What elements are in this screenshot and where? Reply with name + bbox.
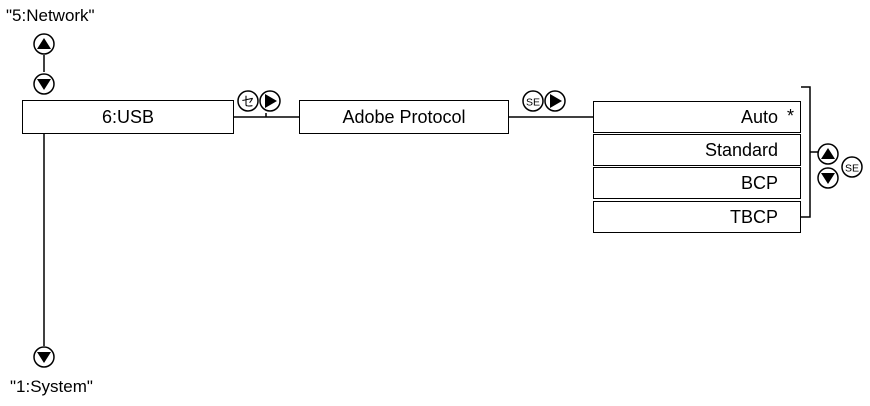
right-arrow-icon[interactable]	[544, 90, 566, 112]
select-key-icon[interactable]: SE	[522, 90, 544, 112]
menu-item-usb[interactable]: 6:USB	[22, 100, 234, 134]
enter-key-icon[interactable]: セ	[237, 90, 259, 112]
select-key-icon[interactable]: SE	[841, 156, 863, 178]
down-arrow-icon[interactable]	[817, 167, 839, 189]
option-label: TBCP	[729, 206, 778, 227]
submenu-label: Adobe Protocol	[342, 106, 466, 127]
submenu-adobe-protocol[interactable]: Adobe Protocol	[299, 100, 509, 134]
down-arrow-icon[interactable]	[33, 346, 55, 368]
right-arrow-icon[interactable]	[259, 90, 281, 112]
svg-text:セ: セ	[241, 95, 254, 110]
default-marker: *	[786, 106, 794, 126]
menu-item-label: 6:USB	[101, 106, 155, 127]
up-arrow-icon[interactable]	[817, 143, 839, 165]
previous-menu-label: "5:Network"	[6, 6, 95, 25]
next-menu-label: "1:System"	[10, 377, 93, 396]
option-standard[interactable]: Standard	[593, 134, 801, 166]
option-label: BCP	[740, 172, 778, 193]
option-bcp[interactable]: BCP	[593, 167, 801, 199]
svg-text:SE: SE	[526, 97, 540, 109]
up-arrow-icon[interactable]	[33, 33, 55, 55]
option-label: Standard	[704, 139, 778, 160]
svg-text:SE: SE	[845, 163, 859, 175]
option-label: Auto	[740, 106, 778, 127]
option-auto[interactable]: Auto *	[593, 101, 801, 133]
down-arrow-icon[interactable]	[33, 73, 55, 95]
option-tbcp[interactable]: TBCP	[593, 201, 801, 233]
